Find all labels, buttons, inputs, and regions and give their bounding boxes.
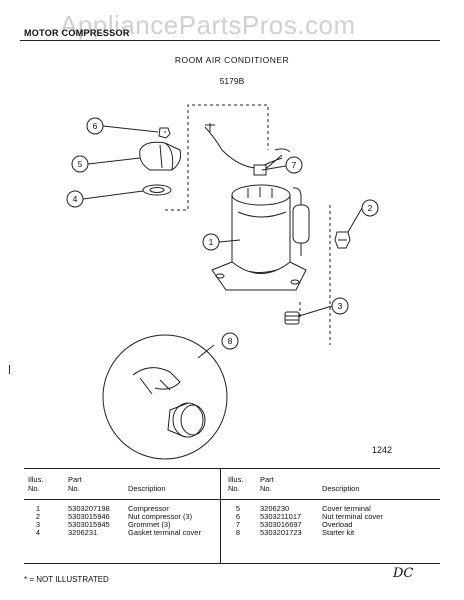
overload-harness-drawing <box>204 123 291 176</box>
callout-1: 1 <box>202 233 220 251</box>
callout-6: 6 <box>86 117 104 135</box>
column-divider <box>220 469 221 563</box>
margin-mark <box>9 365 10 374</box>
callout-4: 4 <box>66 190 84 208</box>
callout-5: 5 <box>71 155 89 173</box>
grommet-drawing <box>284 311 300 325</box>
terminal-cover-drawing <box>139 141 182 171</box>
terminal-gasket-drawing <box>142 184 172 196</box>
header-description: Description <box>128 484 166 493</box>
compressor-nut-drawing <box>334 231 351 249</box>
section-header: MOTOR COMPRESSOR <box>24 28 130 38</box>
starter-kit-detail-circle <box>102 334 228 460</box>
terminal-cover-nut-drawing <box>158 127 171 139</box>
callout-3: 3 <box>331 297 349 315</box>
handwritten-initials: DC <box>393 566 414 581</box>
header-rule <box>20 40 440 41</box>
dashed-guide-line <box>165 104 269 211</box>
svg-text:1: 1 <box>209 237 214 247</box>
callout-2: 2 <box>361 199 379 217</box>
model-number: 5179B <box>219 76 245 86</box>
svg-text:5: 5 <box>78 159 83 169</box>
compressor-drawing <box>211 184 310 291</box>
svg-text:3: 3 <box>338 301 343 311</box>
header-illus-right: Illus.No. <box>228 475 244 493</box>
footnote: * = NOT ILLUSTRATED <box>24 575 109 584</box>
callout-7: 7 <box>285 156 303 174</box>
header-illus: Illus.No. <box>28 475 44 493</box>
header-rule <box>24 499 440 500</box>
header-description-right: Description <box>322 484 360 493</box>
page-title: ROOM AIR CONDITIONER <box>174 55 290 65</box>
figure-number: 1242 <box>372 445 393 455</box>
svg-text:4: 4 <box>73 194 78 204</box>
watermark: AppliancePartsPros.com <box>60 10 356 40</box>
callout-8: 8 <box>221 332 239 350</box>
svg-text:2: 2 <box>368 203 373 213</box>
svg-text:6: 6 <box>93 121 98 131</box>
svg-text:7: 7 <box>292 160 297 170</box>
svg-text:8: 8 <box>228 336 233 346</box>
